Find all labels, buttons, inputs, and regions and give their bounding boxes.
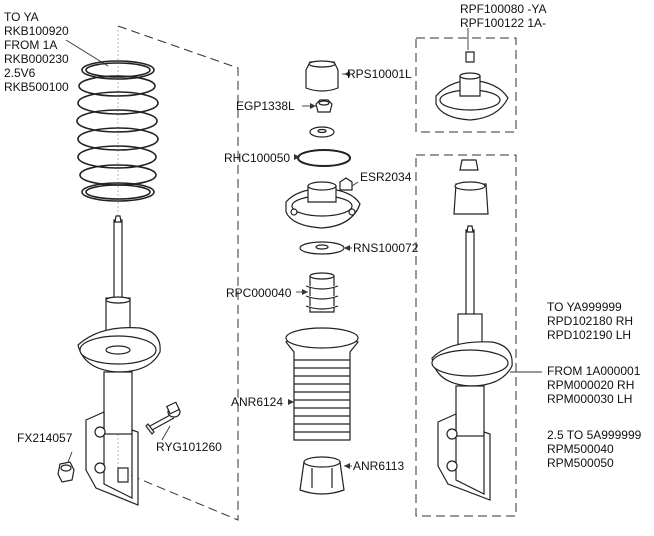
callout-line: RKB100920 [4,24,69,38]
callout-line: RKB500100 [4,80,69,94]
rpm5-strut-callout: 2.5 TO 5A999999 RPM500040 RPM500050 [547,428,641,470]
bolt-icon [145,401,181,435]
top-nut-icon [315,99,333,113]
callout-line: RPF100080 -YA [460,2,547,16]
right-top-mount-icon [435,51,509,121]
anr6113-callout: ANR6113 [353,459,405,473]
callout-line: FROM 1A000001 [547,364,641,378]
ryg-bolt-callout: RYG101260 [156,440,222,454]
rps-callout: RPS10001L [347,67,412,81]
left-strut-icon [77,215,161,506]
egp-callout: EGP1338L [236,99,295,113]
callout-line: RPD102180 RH [547,314,634,328]
callout-line: RPM000020 RH [547,378,635,392]
esr-callout: ESR2034 [360,170,412,184]
callout-line: FROM 1A [4,38,58,52]
seal-ring-icon [297,149,351,167]
callout-line: RPF100122 1A- [460,16,547,30]
right-strut-icon [431,159,513,501]
callout-line: 2.5 TO 5A999999 [547,428,642,442]
bearing-washer-icon [299,241,345,255]
anr6124-callout: ANR6124 [231,395,284,409]
rkb-spring-callout: TO YA RKB100920 FROM 1A RKB000230 2.5V6 … [4,10,69,94]
callout-line: TO YA [4,10,39,24]
rhc-callout: RHC100050 [224,151,291,165]
coil-spring-icon [76,60,159,202]
callout-line: TO YA999999 [547,300,622,314]
callout-line: RPM000030 LH [547,392,633,406]
arrowheads [288,71,350,469]
bump-stop-cap-icon [305,60,339,92]
callout-line: 2.5V6 [4,66,36,80]
rpd-strut-callout: TO YA999999 RPD102180 RH RPD102190 LH [547,300,633,342]
callout-line: RKB000230 [4,52,69,66]
bump-stop-icon [305,272,339,313]
callout-line: RPM500040 [547,442,614,456]
washer-icon [309,126,335,138]
rpm-strut-callout: FROM 1A000001 RPM000020 RH RPM000030 LH [547,364,640,406]
rpc-callout: RPC000040 [226,286,292,300]
callout-line: RPD102190 LH [547,328,632,342]
top-mount-icon [285,177,361,229]
rpf-mount-callout: RPF100080 -YA RPF100122 1A- [460,2,547,30]
dust-boot-icon [285,327,359,441]
rns-callout: RNS100072 [353,241,419,255]
fx-nut-callout: FX214057 [17,431,73,445]
nut-icon [57,461,75,483]
lower-bush-icon [299,456,345,495]
callout-line: RPM500050 [547,456,614,470]
